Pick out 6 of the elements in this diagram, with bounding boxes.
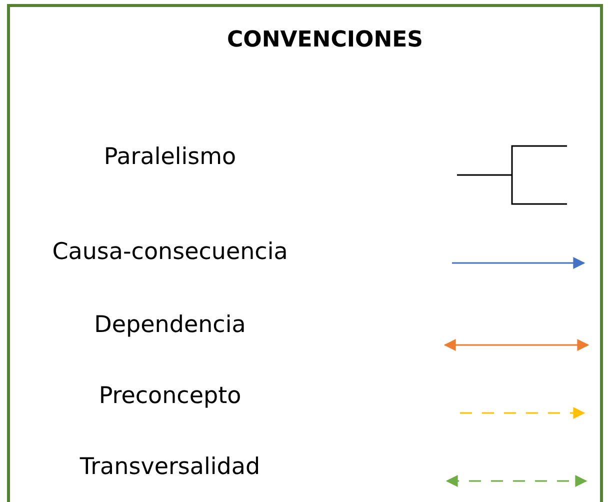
legend-label: Paralelismo: [104, 144, 236, 170]
legend-label: Dependencia: [94, 312, 246, 338]
legend-label: Causa-consecuencia: [52, 239, 288, 265]
legend-label: Transversalidad: [80, 454, 260, 480]
legend-title: CONVENCIONES: [226, 28, 424, 52]
legend-label: Preconcepto: [98, 383, 242, 409]
